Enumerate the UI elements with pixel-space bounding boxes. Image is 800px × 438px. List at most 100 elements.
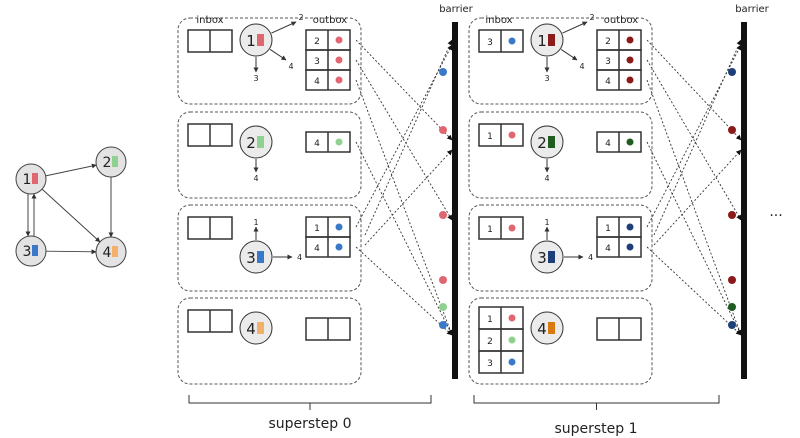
vertex-value-2 <box>548 136 555 148</box>
continuation-ellipsis: ... <box>769 204 782 220</box>
barrier-message-dot <box>728 303 736 311</box>
message-line <box>355 79 453 336</box>
outbox-message-dot <box>626 56 634 64</box>
graph-node-label-2: 2 <box>103 155 112 171</box>
vertex-edge-target-4: 4 <box>588 253 593 262</box>
vertex-3 <box>239 240 273 274</box>
outbox-message-dot <box>335 56 343 64</box>
barrier-message-dot <box>439 126 447 134</box>
vertex-label-3: 3 <box>537 249 547 267</box>
barrier-message-dot <box>728 211 736 219</box>
vertex-edge-target-4: 4 <box>288 62 293 71</box>
worker-panel-4 <box>468 297 653 385</box>
inbox-message-dot <box>508 37 516 45</box>
barrier-message-dot <box>439 211 447 219</box>
outbox-message-dot <box>335 243 343 251</box>
vertex-label-4: 4 <box>537 320 547 338</box>
inbox-source-label: 1 <box>487 225 493 235</box>
vertex-edge-target-4: 4 <box>544 174 549 183</box>
vertex-label-4: 4 <box>246 320 256 338</box>
vertex-value-3 <box>257 251 264 263</box>
outbox-target-label: 3 <box>314 57 320 67</box>
superstep-1-brace <box>473 395 720 404</box>
message-lines <box>355 39 742 336</box>
graph-node-label-4: 4 <box>103 245 112 261</box>
message-line-up <box>364 39 453 236</box>
message-line <box>646 246 742 336</box>
outbox-message-dot <box>626 223 634 231</box>
barrier-message-dot <box>439 321 447 329</box>
barrier-message-dot <box>728 321 736 329</box>
inbox-header: inbox <box>485 15 512 26</box>
message-line <box>355 59 453 221</box>
outbox-header: outbox <box>313 15 348 26</box>
graph-edge-3-4 <box>45 249 97 255</box>
barrier-2 <box>741 22 747 379</box>
barrier-label: barrier <box>735 4 769 15</box>
vertex-label-2: 2 <box>246 134 256 152</box>
barrier-message-dot <box>728 126 736 134</box>
vertex-3 <box>530 240 564 274</box>
message-line <box>355 44 453 228</box>
vertex-4 <box>530 311 564 345</box>
inbox-source-label: 1 <box>487 132 493 142</box>
vertex-value-1 <box>257 34 264 46</box>
vertex-2 <box>530 125 564 159</box>
outbox-message-dot <box>626 76 634 84</box>
graph-node-label-1: 1 <box>23 172 32 188</box>
graph-edge-1-2 <box>45 163 97 177</box>
outbox-target-label: 4 <box>314 244 320 254</box>
graph-node-4 <box>95 236 127 268</box>
message-line <box>355 246 453 336</box>
vertex-label-2: 2 <box>537 134 547 152</box>
vertex-edge-target-1: 1 <box>253 218 258 227</box>
graph-node-2 <box>95 146 127 178</box>
vertex-edge-target-4: 4 <box>579 62 584 71</box>
vertex-edge-target-4: 4 <box>297 253 302 262</box>
inbox-message-dot <box>508 131 516 139</box>
vertex-2 <box>239 125 273 159</box>
vertex-value-3 <box>548 251 555 263</box>
vertex-edge-target-1: 1 <box>544 218 549 227</box>
outbox-target-label: 3 <box>605 57 611 67</box>
outbox-message-dot <box>335 36 343 44</box>
inbox-message-dot <box>508 336 516 344</box>
vertex-value-4 <box>257 322 264 334</box>
outbox-target-label: 4 <box>314 139 320 149</box>
inbox-message-dot <box>508 358 516 366</box>
graph-node-value-1 <box>32 173 38 184</box>
barrier-1 <box>452 22 458 379</box>
inbox-message-dot <box>508 224 516 232</box>
inbox-source-label: 2 <box>487 337 493 347</box>
outbox-message-dot <box>626 243 634 251</box>
graph-node-value-3 <box>32 245 38 256</box>
graph-edge-1-4 <box>41 188 101 243</box>
vertex-edge-target-4: 4 <box>253 174 258 183</box>
vertex-edge-1-2 <box>562 21 588 34</box>
vertex-value-4 <box>548 322 555 334</box>
barrier-message-dot <box>439 276 447 284</box>
superstep-1-label: superstep 1 <box>554 421 637 437</box>
outbox-target-label: 4 <box>605 139 611 149</box>
message-line <box>646 79 742 336</box>
barrier-label: barrier <box>439 4 473 15</box>
message-line <box>646 141 742 336</box>
vertex-1 <box>530 23 564 57</box>
graph-node-3 <box>15 235 47 267</box>
worker-panel-2 <box>468 111 653 199</box>
barrier-message-dot <box>439 68 447 76</box>
outbox-target-label: 1 <box>314 224 320 234</box>
inbox-message-dot <box>508 314 516 322</box>
vertex-edge-1-2 <box>271 21 297 34</box>
outbox-message-dot <box>626 138 634 146</box>
vertex-edge-target-3: 3 <box>253 74 258 83</box>
message-line-up <box>364 149 453 246</box>
vertex-edge-1-4 <box>560 49 578 61</box>
worker-panel-4 <box>177 297 362 385</box>
inbox-header: inbox <box>196 15 223 26</box>
outbox-target-label: 1 <box>605 224 611 234</box>
outbox-message-dot <box>335 223 343 231</box>
vertex-edge-1-4 <box>269 49 287 61</box>
